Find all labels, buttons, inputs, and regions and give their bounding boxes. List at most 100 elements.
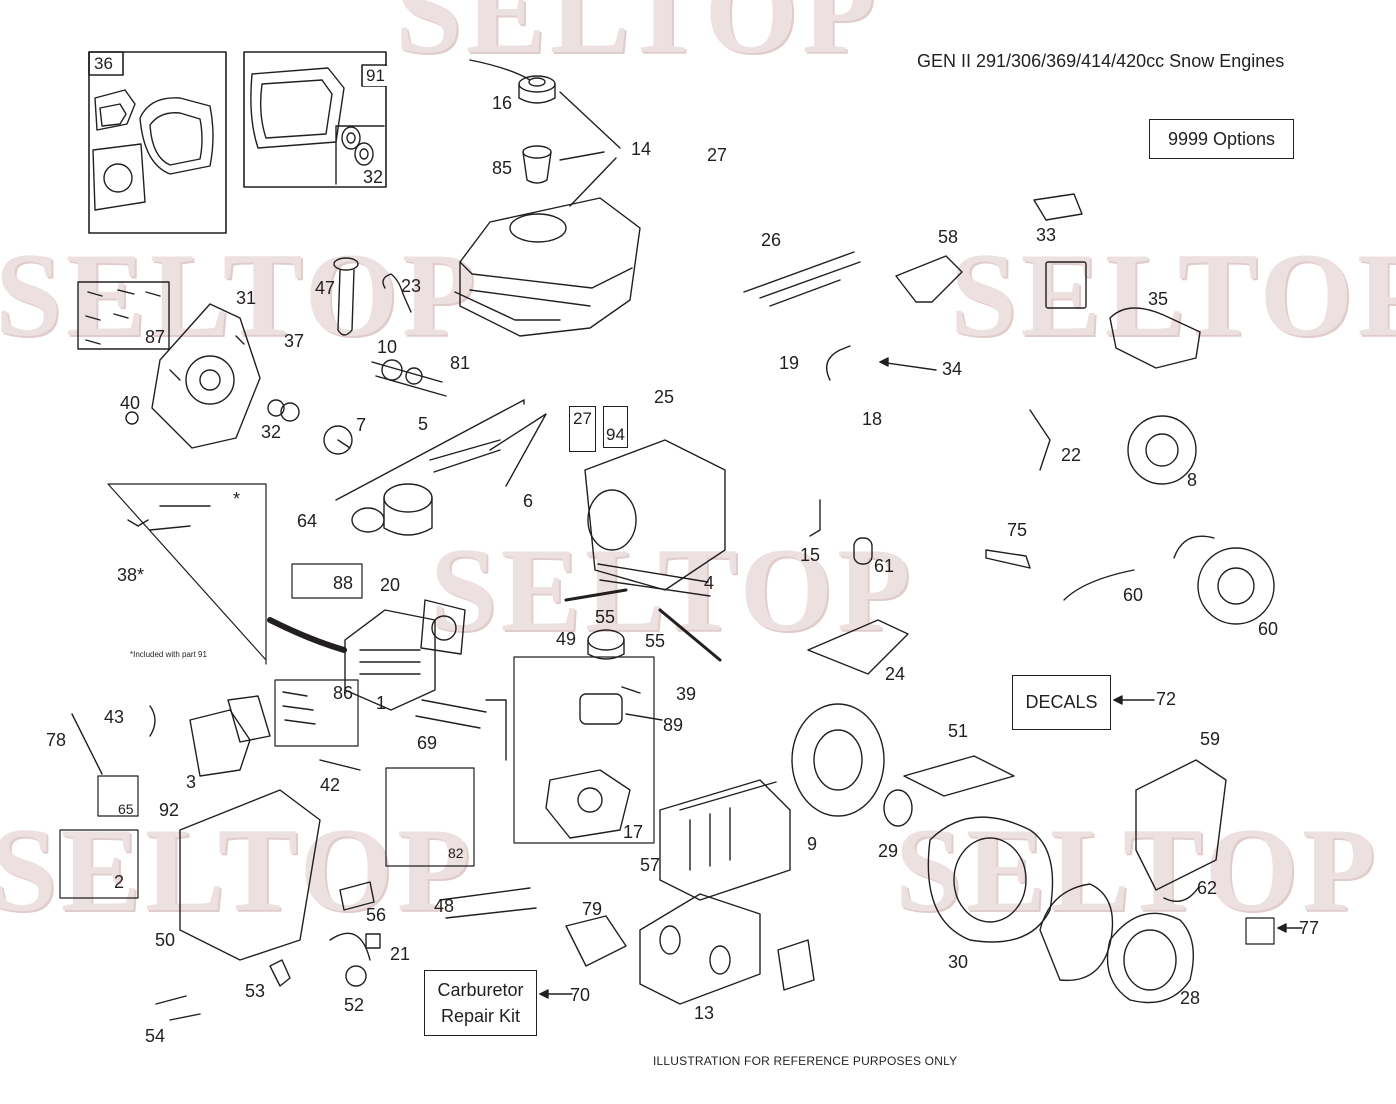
air-filter-cap xyxy=(587,629,625,660)
callout-65: 65 xyxy=(118,801,134,817)
stator xyxy=(1173,535,1275,625)
head-gasket xyxy=(420,599,466,655)
watermark-left: SELTOP xyxy=(0,228,480,361)
wires-48 xyxy=(439,887,537,919)
callout-55-lower: 55 xyxy=(645,631,666,651)
callout-81: 81 xyxy=(450,353,471,373)
engine-block xyxy=(584,439,726,597)
callout-42: 42 xyxy=(320,775,341,795)
callout-55-upper: 55 xyxy=(595,607,616,627)
bracket-75 xyxy=(985,549,1031,569)
pushrod-55a xyxy=(564,588,628,602)
bolt-kit-box-88 xyxy=(291,563,363,599)
callout-87: 87 xyxy=(145,327,166,347)
recoil-starter xyxy=(1106,912,1195,1004)
callout-17: 17 xyxy=(623,822,644,842)
harness-60 xyxy=(1063,569,1135,601)
callout-8: 8 xyxy=(1187,470,1198,490)
callout-60-harness: 60 xyxy=(1123,585,1144,605)
flywheel-fan xyxy=(791,703,885,817)
baffle-51 xyxy=(903,755,1015,797)
included-note: *Included with part 91 xyxy=(130,650,207,659)
heat-guard-13 xyxy=(777,939,815,991)
callout-82: 82 xyxy=(448,845,464,861)
watermark-right: SELTOP xyxy=(950,228,1396,361)
box-2 xyxy=(59,829,139,899)
electric-starter xyxy=(1045,261,1201,369)
callout-70: 70 xyxy=(570,985,591,1005)
fuel-cap xyxy=(469,59,556,104)
harness-52 xyxy=(329,932,371,961)
callout-1: 1 xyxy=(376,693,387,713)
callout-39: 39 xyxy=(676,684,697,704)
callout-57: 57 xyxy=(640,855,661,875)
callout-34: 34 xyxy=(942,359,963,379)
cylinder-head xyxy=(344,609,436,711)
bracket-42 xyxy=(319,759,361,771)
bracket-79 xyxy=(565,915,627,967)
callout-5: 5 xyxy=(418,414,429,434)
rope-62 xyxy=(1163,887,1199,902)
key-53 xyxy=(269,959,291,987)
callout-28: 28 xyxy=(1180,988,1201,1008)
pushrod-55b xyxy=(658,608,722,662)
decals-box: DECALS xyxy=(1012,675,1111,730)
clip-56 xyxy=(339,881,375,911)
bracket-58 xyxy=(895,255,963,303)
throttle-linkage xyxy=(743,251,861,307)
switch-21 xyxy=(365,933,381,949)
callout-52: 52 xyxy=(344,995,365,1015)
callout-59: 59 xyxy=(1200,729,1221,749)
knob-61 xyxy=(853,537,873,565)
callout-92: 92 xyxy=(159,800,180,820)
carburetor xyxy=(545,769,631,839)
starter-cup xyxy=(1039,883,1114,982)
studs xyxy=(71,705,156,775)
callout-26: 26 xyxy=(761,230,782,250)
blower-housing xyxy=(927,816,1054,943)
box-82 xyxy=(385,767,475,867)
callout-36: 36 xyxy=(91,54,116,74)
callout-27-top: 27 xyxy=(707,145,728,165)
callout-24: 24 xyxy=(885,664,906,684)
governor-15 xyxy=(809,499,821,537)
callout-14: 14 xyxy=(631,139,652,159)
callout-50: 50 xyxy=(155,930,176,950)
gasket-set-box-91 xyxy=(243,51,387,188)
disclaimer-footer: ILLUSTRATION FOR REFERENCE PURPOSES ONLY xyxy=(653,1054,958,1068)
callout-62: 62 xyxy=(1197,878,1218,898)
callout-58: 58 xyxy=(938,227,959,247)
crankcase-cover xyxy=(151,303,261,449)
callout-22: 22 xyxy=(1061,445,1082,465)
callout-49: 49 xyxy=(556,629,577,649)
breather-hose xyxy=(382,273,412,313)
callout-23: 23 xyxy=(401,276,422,296)
callout-25: 25 xyxy=(654,387,675,407)
callout-43: 43 xyxy=(104,707,125,727)
camshaft xyxy=(371,359,447,397)
callout-94-box: 94 xyxy=(603,406,628,448)
callout-88: 88 xyxy=(333,573,354,593)
callout-72: 72 xyxy=(1156,689,1177,709)
callout-38: 38* xyxy=(117,565,145,585)
muffler-heat-shield xyxy=(659,779,791,901)
callout-19: 19 xyxy=(779,353,800,373)
callout-78: 78 xyxy=(46,730,67,750)
callout-7: 7 xyxy=(356,415,367,435)
bolt-kit-box-86 xyxy=(274,679,359,747)
callout-6: 6 xyxy=(523,491,534,511)
callout-60-stator: 60 xyxy=(1258,619,1279,639)
gasket-set-box-36 xyxy=(88,51,227,234)
box-77 xyxy=(1245,917,1275,945)
callout-18: 18 xyxy=(862,409,883,429)
callout-40: 40 xyxy=(120,393,141,413)
callout-32-box: 32 xyxy=(363,167,384,187)
intake-3 xyxy=(189,709,251,777)
callout-51: 51 xyxy=(948,721,969,741)
leader-14 xyxy=(559,91,621,207)
callout-30: 30 xyxy=(948,952,969,972)
callout-20: 20 xyxy=(380,575,401,595)
callout-53: 53 xyxy=(245,981,266,1001)
ignition-wire-18 xyxy=(826,345,851,381)
